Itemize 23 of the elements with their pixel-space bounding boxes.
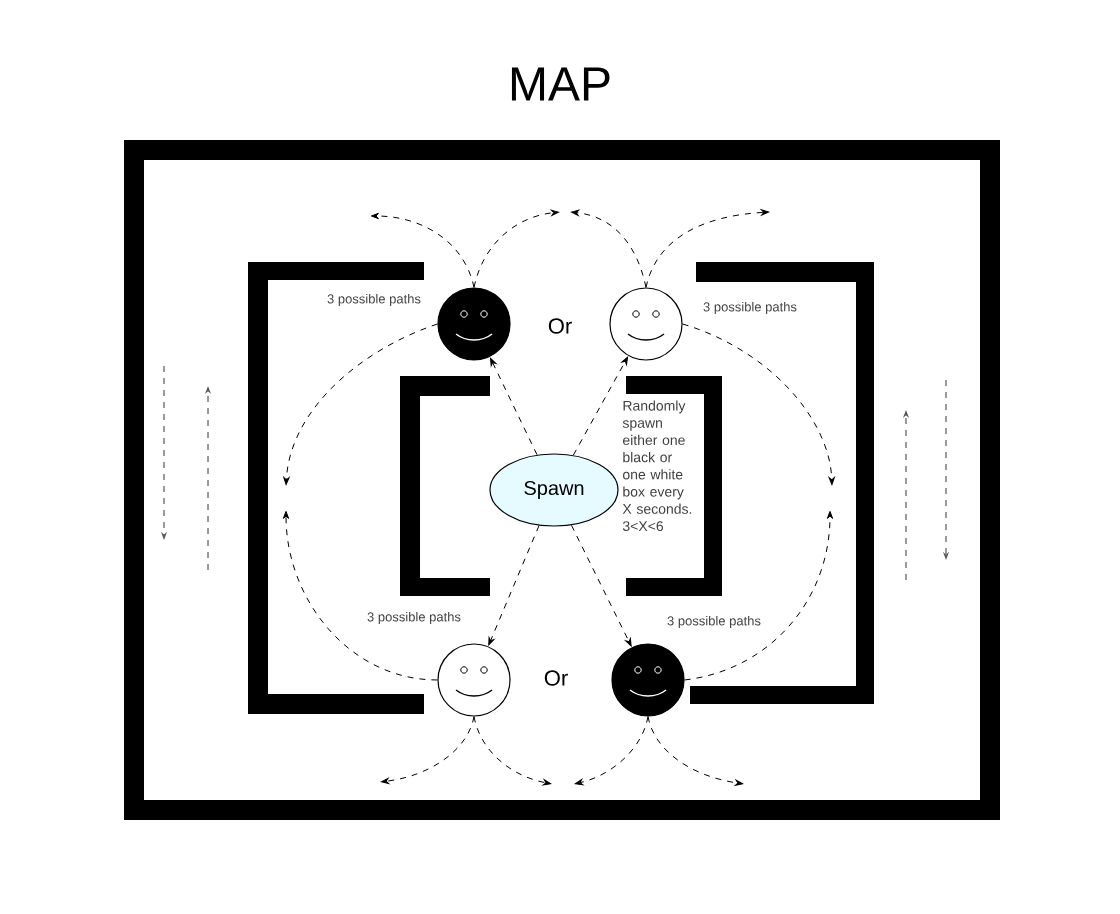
- arrow: [282, 510, 438, 681]
- arrow: [283, 323, 438, 486]
- arrow: [645, 209, 770, 288]
- smiley-face: [609, 287, 683, 361]
- or-label: Or: [548, 318, 572, 334]
- smiley-face: [611, 643, 685, 717]
- arrow: [647, 716, 744, 786]
- arrow: [490, 357, 538, 456]
- arrow: [684, 510, 834, 681]
- arrow: [570, 524, 632, 647]
- arrow: [473, 716, 552, 786]
- arrow: [488, 525, 540, 646]
- title: MAP: [511, 67, 610, 101]
- arrow: [473, 209, 560, 288]
- arrow: [370, 212, 475, 288]
- arrow: [380, 716, 475, 785]
- arrow: [572, 356, 629, 456]
- arrow: [574, 716, 649, 786]
- arrow: [570, 209, 647, 288]
- smiley-face: [437, 643, 511, 717]
- or-label: Or: [544, 670, 568, 686]
- smiley-face: [437, 287, 511, 361]
- arrow: [682, 323, 835, 486]
